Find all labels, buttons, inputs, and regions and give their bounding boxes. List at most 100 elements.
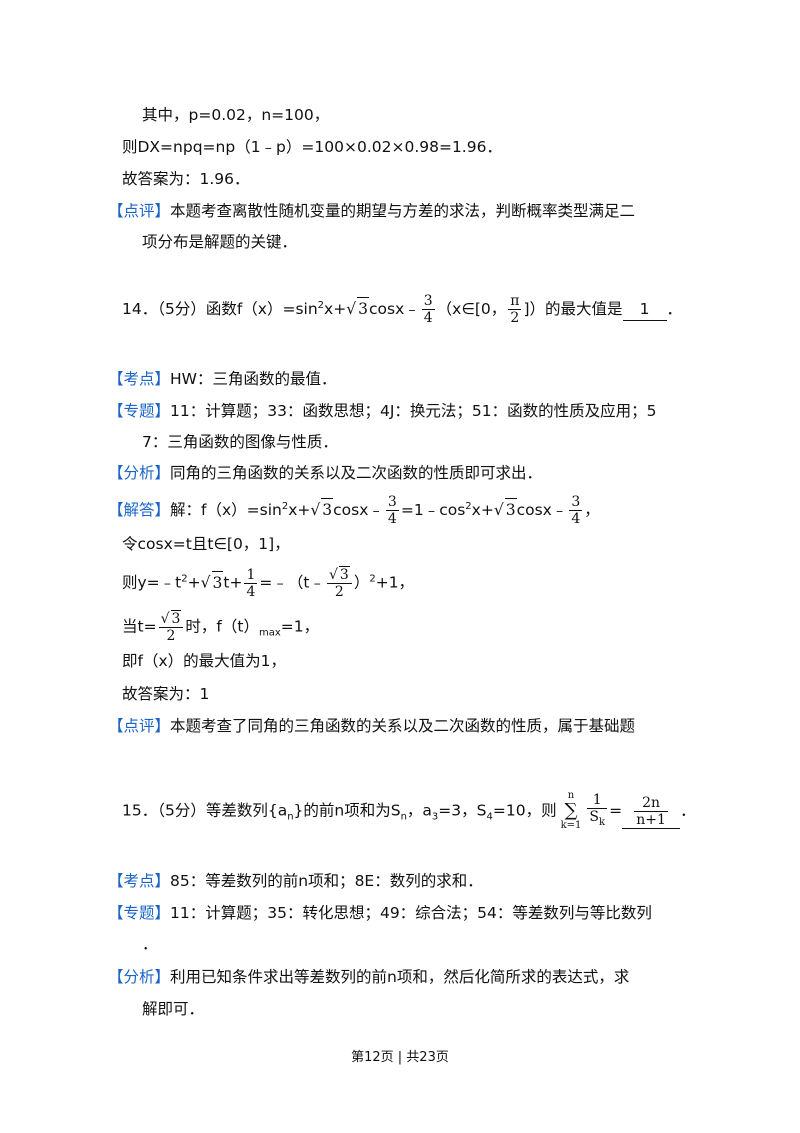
- numerator: 1: [244, 566, 258, 584]
- zhuanti-line: 【专题】11：计算题；35：转化思想；49：综合法；54：等差数列与等比数列: [108, 902, 652, 924]
- sqrt-icon: √: [346, 300, 357, 318]
- q15-text: }的前n项和为S: [293, 801, 401, 820]
- numerator: π: [508, 293, 522, 310]
- q14-text: （x∈[0，: [436, 300, 507, 318]
- q15-text: ．: [680, 801, 696, 820]
- radicand: 3: [211, 570, 224, 594]
- subscript: 3: [431, 811, 439, 823]
- numerator: √3: [326, 566, 352, 584]
- text-line: 即f（x）的最大值为1，: [122, 652, 286, 670]
- review-tag: 【点评】: [108, 717, 171, 735]
- fenxi-line: 【分析】同角的三角函数的关系以及二次函数的性质即可求出．: [108, 462, 542, 484]
- math-text: =1﹣cos: [400, 501, 466, 519]
- text-line: 则DX=npq=np（1﹣p）=100×0.02×0.98=1.96．: [122, 138, 502, 156]
- math-text: 时，f（t）: [185, 617, 259, 636]
- kaodian-line: 【考点】HW：三角函数的最值．: [108, 368, 337, 390]
- subscript: 4: [486, 811, 493, 823]
- exponent: 2: [281, 500, 289, 512]
- math-text: +: [187, 573, 201, 592]
- math-text: 解：f（x）=sin: [170, 501, 282, 519]
- review-line: 【点评】本题考查离散性随机变量的期望与方差的求法，判断概率类型满足二: [108, 200, 635, 222]
- review-text: 本题考查了同角的三角函数的关系以及二次函数的性质，属于基础题: [170, 717, 636, 735]
- exponent: 2: [465, 500, 472, 512]
- exponent: 2: [369, 573, 376, 585]
- sqrt-icon: √: [160, 611, 170, 627]
- fenxi-line: 【分析】利用已知条件求出等差数列的前n项和，然后化简所求的表达式，求: [108, 966, 629, 988]
- subscript: max: [258, 627, 281, 639]
- denominator: 4: [387, 511, 397, 527]
- text-line: 其中，p=0.02，n=100，: [142, 106, 330, 124]
- math-text: =﹣（t﹣: [259, 573, 325, 592]
- q14-text: 14．（5分）函数f（x）=sin: [122, 300, 318, 318]
- q14-text: x+: [324, 300, 347, 318]
- math-text: cosx﹣: [333, 501, 384, 519]
- math-text: x+: [288, 501, 311, 519]
- sqrt-icon: √: [328, 567, 338, 583]
- kaodian-line: 【考点】85：等差数列的前n项和；8E：数列的求和．: [108, 870, 483, 892]
- summation: n∑k=1: [561, 790, 582, 832]
- kaodian-tag: 【考点】: [108, 370, 171, 388]
- zhuanti-text: 11：计算题；35：转化思想；49：综合法；54：等差数列与等比数列: [170, 904, 652, 922]
- review-tag: 【点评】: [108, 202, 171, 220]
- numerator: 2n: [634, 795, 668, 812]
- review-line: 【点评】本题考查了同角的三角函数的关系以及二次函数的性质，属于基础题: [108, 715, 635, 737]
- fenxi-tag: 【分析】: [108, 968, 171, 986]
- text-line: 项分布是解题的关键．: [142, 233, 298, 251]
- exponent: 2: [317, 299, 325, 311]
- math-text: ）: [353, 573, 370, 592]
- sum-lower: k=1: [560, 820, 582, 831]
- denominator-s: S: [589, 808, 599, 825]
- q15-text: ，a: [406, 801, 432, 820]
- denominator: 2: [510, 310, 520, 326]
- kaodian-text: 85：等差数列的前n项和；8E：数列的求和．: [170, 872, 483, 890]
- sqrt-icon: √: [310, 501, 321, 519]
- sqrt-icon: √: [200, 573, 211, 592]
- q14-text: ．: [666, 300, 683, 318]
- math-text: =1，: [280, 617, 320, 636]
- q15-text: 15．（5分）等差数列{a: [122, 801, 288, 820]
- denominator: 2: [166, 628, 176, 644]
- math-text: x+: [471, 501, 494, 519]
- text-line: 解即可．: [142, 1000, 205, 1018]
- fenxi-text: 同角的三角函数的关系以及二次函数的性质即可求出．: [170, 464, 543, 482]
- numerator: 3: [385, 494, 399, 511]
- numerator: 3: [569, 494, 583, 511]
- text-line: 令cosx=t且t∈[0，1]，: [122, 535, 290, 553]
- text-line: 故答案为：1: [122, 685, 210, 703]
- fenxi-tag: 【分析】: [108, 464, 171, 482]
- text-line: ．: [142, 935, 158, 953]
- radicand: 3: [504, 498, 517, 521]
- kaodian-tag: 【考点】: [108, 872, 171, 890]
- sqrt-icon: √: [493, 501, 504, 519]
- zhuanti-tag: 【专题】: [108, 904, 171, 922]
- math-text: 则y=﹣t: [122, 573, 182, 592]
- page-footer: 第12页 | 共23页: [351, 1050, 449, 1065]
- subscript: n: [287, 811, 294, 823]
- sigma-icon: ∑: [564, 800, 578, 821]
- radicand: 3: [357, 297, 369, 320]
- zhuanti-line: 【专题】11：计算题；33：函数思想；4J：换元法；51：函数的性质及应用；5: [108, 400, 656, 422]
- numerator: 3: [421, 293, 435, 310]
- sum-upper: n: [567, 790, 575, 801]
- math-text: ，: [584, 501, 600, 519]
- denominator: 4: [571, 511, 581, 527]
- math-text: 当t=: [122, 617, 157, 636]
- denominator: n+1: [636, 811, 666, 828]
- denominator: 4: [246, 583, 256, 600]
- q14-text: cosx﹣: [368, 300, 420, 318]
- q15-text: =: [609, 801, 623, 820]
- q14-text: ]）的最大值是: [523, 300, 623, 318]
